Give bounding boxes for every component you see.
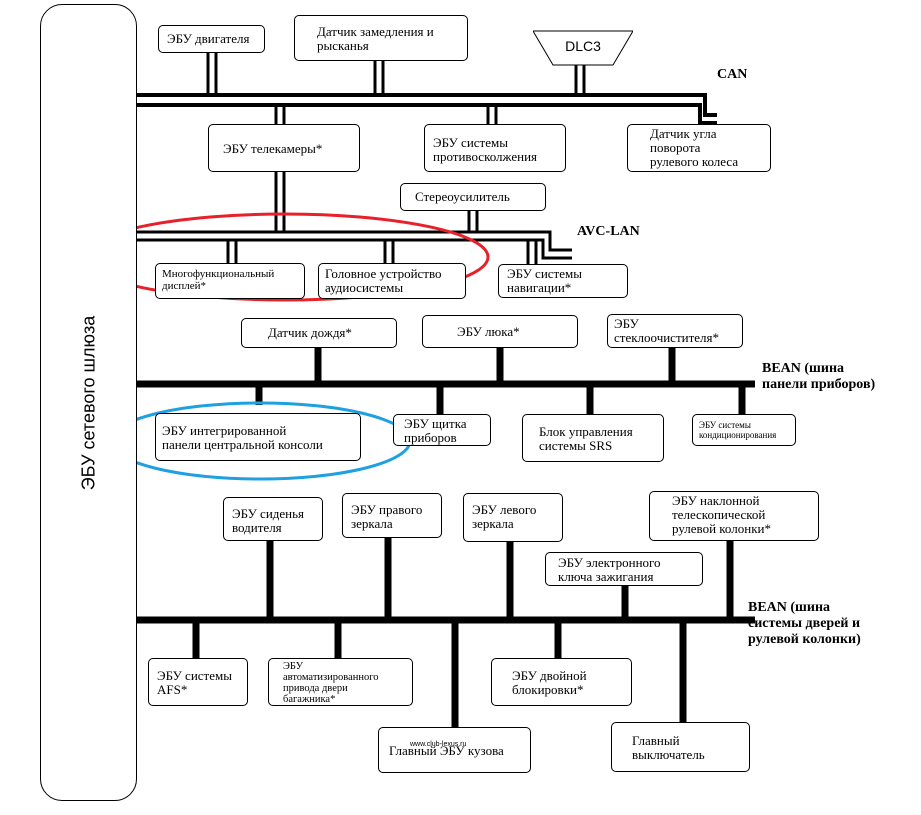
- bean2-bus: [137, 537, 755, 727]
- avc-drops: [226, 171, 538, 270]
- stereo-amplifier: Стереоусилитель: [400, 183, 546, 211]
- engine-ecu: ЭБУ двигателя: [158, 25, 265, 53]
- srs-unit: Блок управления системы SRS: [522, 414, 664, 462]
- main-switch: Главный выключатель: [611, 722, 750, 772]
- wiper-ecu: ЭБУ стеклоочистителя*: [607, 314, 743, 348]
- avc-lan-label: AVC-LAN: [577, 224, 640, 239]
- steering-angle-sensor: Датчик угла поворота рулевого колеса: [627, 124, 771, 172]
- precrash-ecu: ЭБУ системы противосколжения: [424, 124, 566, 172]
- afs-ecu: ЭБУ системы AFS*: [148, 658, 248, 706]
- meter-ecu: ЭБУ щитка приборов: [393, 414, 491, 446]
- driver-seat-ecu: ЭБУ сиденья водителя: [223, 497, 323, 541]
- navigation-ecu: ЭБУ системы навигации*: [498, 264, 628, 298]
- left-mirror-ecu: ЭБУ левого зеркала: [463, 493, 563, 542]
- main-body-ecu: Главный ЭБУ кузова: [378, 727, 531, 773]
- watermark: www.club-lexus.ru: [410, 741, 467, 748]
- rain-sensor: Датчик дождя*: [241, 318, 397, 348]
- can-drops: [206, 52, 586, 124]
- tilt-column-ecu: ЭБУ наклонной телескопической рулевой ко…: [649, 491, 819, 541]
- dlc3-connector: DLC3: [532, 30, 634, 66]
- yaw-sensor: Датчик замедления и рысканья: [294, 15, 468, 61]
- gateway-ecu: ЭБУ сетевого шлюза: [40, 4, 137, 801]
- ac-ecu: ЭБУ системы кондиционирования: [692, 414, 796, 446]
- can-bus: [137, 93, 717, 125]
- audio-head-unit: Головное устройство аудиосистемы: [318, 263, 466, 299]
- avc-bus: [137, 230, 572, 260]
- power-trunk-ecu: ЭБУ автоматизированного привода двери ба…: [268, 658, 413, 706]
- bean1-bus: [137, 347, 755, 414]
- center-console-ecu: ЭБУ интегрированной панели центральной к…: [155, 413, 361, 461]
- multi-display: Многофункциональный дисплей*: [155, 263, 305, 299]
- can-label: CAN: [717, 67, 748, 82]
- right-mirror-ecu: ЭБУ правого зеркала: [342, 493, 442, 538]
- gateway-label: ЭБУ сетевого шлюза: [78, 315, 98, 490]
- dlc3-label: DLC3: [565, 38, 601, 54]
- sunroof-ecu: ЭБУ люка*: [422, 315, 578, 348]
- smart-key-ecu: ЭБУ электронного ключа зажигания: [545, 552, 703, 586]
- camera-ecu: ЭБУ телекамеры*: [208, 124, 360, 172]
- double-lock-ecu: ЭБУ двойной блокировки*: [491, 658, 632, 706]
- bean1-label: BEAN (шина панели приборов): [762, 361, 876, 392]
- bean2-label: BEAN (шина системы дверей и рулевой коло…: [748, 600, 861, 647]
